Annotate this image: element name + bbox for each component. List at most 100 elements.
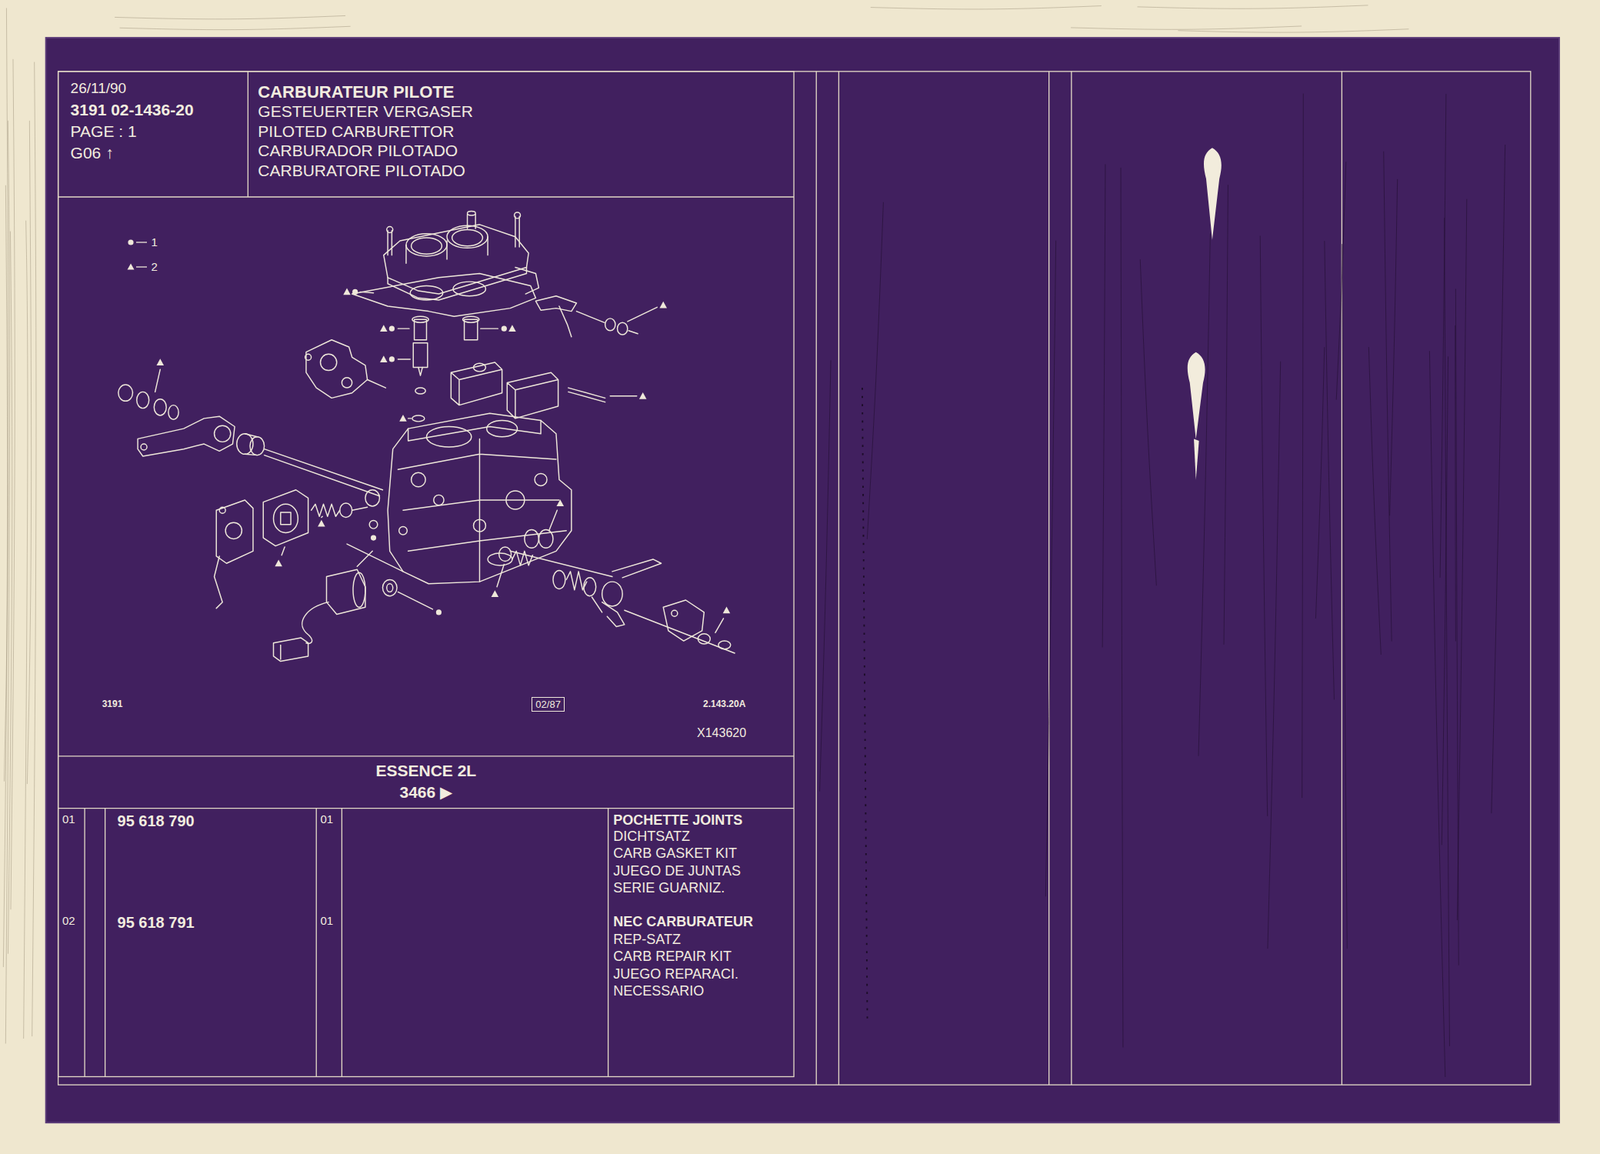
callout-markers	[436, 609, 442, 615]
carburettor-exploded-view	[412, 415, 425, 422]
carburettor-exploded-view	[408, 420, 541, 442]
grid-lines	[316, 808, 317, 1077]
callout-markers	[370, 535, 377, 541]
carburettor-exploded-view	[225, 522, 242, 539]
film-scratch	[1368, 346, 1381, 655]
carburettor-exploded-view	[341, 377, 352, 388]
callout-markers	[389, 356, 395, 362]
carburettor-exploded-view	[538, 529, 554, 548]
drawing-number-slot: 2.143.20A	[703, 697, 746, 710]
film-scratch	[1302, 93, 1304, 799]
carburettor-exploded-view	[535, 296, 577, 312]
carburettor-exploded-view	[387, 216, 520, 255]
part-number: 95 618 791	[117, 913, 195, 932]
band-text: ESSENCE 2L	[64, 760, 788, 782]
legend-text: 1	[150, 235, 157, 250]
carburettor-exploded-view	[514, 212, 521, 219]
callout-markers	[352, 289, 358, 295]
callout-markers	[156, 358, 164, 366]
film-scratches	[3, 5, 1505, 1077]
callout-markers	[556, 499, 564, 507]
part-name-translation: NECESSARIO	[613, 982, 704, 1000]
carburettor-exploded-view	[486, 420, 518, 437]
callout-markers	[274, 559, 283, 567]
film-scratch	[1324, 240, 1335, 700]
legend-dash	[136, 266, 147, 268]
header-text: 02/87	[535, 698, 561, 710]
legend-swatch	[126, 236, 151, 249]
film-scratch	[1140, 259, 1157, 586]
carburettor-exploded-view	[617, 322, 628, 335]
title-line: CARBURATEUR PILOTE	[257, 82, 784, 103]
part-name-translation: DICHTSATZ	[613, 827, 690, 845]
carburettor-exploded-view	[346, 543, 404, 572]
carburettor-exploded-view	[534, 473, 547, 487]
film-scratch	[1441, 356, 1448, 845]
carburettor-exploded-view	[153, 399, 167, 416]
callout-markers	[380, 324, 388, 332]
carburettor-exploded-view	[610, 395, 637, 397]
film-scratch	[866, 202, 884, 540]
legend-entry: 2	[126, 260, 157, 274]
carburettor-exploded-view	[280, 512, 291, 525]
callout-markers	[156, 288, 730, 616]
item-number-slot: 01	[62, 811, 76, 827]
carburettor-exploded-view	[136, 391, 150, 408]
film-scratch	[1070, 26, 1302, 30]
carburettor-exploded-view	[250, 436, 265, 456]
carburettor-exploded-view	[506, 372, 558, 419]
carburettor-exploded-view	[412, 316, 429, 323]
carburettor-exploded-view	[352, 506, 368, 510]
carburettor-exploded-view	[568, 387, 606, 403]
part-name-translation-slot: JUEGO DE JUNTAS	[613, 862, 741, 880]
carburettor-exploded-view	[273, 637, 309, 662]
carburettor-exploded-view	[463, 316, 480, 323]
grid-lines	[58, 196, 794, 197]
film-scratch	[23, 220, 28, 1039]
part-name: POCHETTE JOINTS	[613, 811, 743, 829]
purple-panel	[46, 37, 1560, 1123]
carburettor-exploded-view	[216, 500, 254, 564]
grid-lines	[816, 71, 817, 1085]
carburettor-exploded-view	[512, 550, 534, 566]
grid-lines	[607, 808, 609, 1077]
grid-lines	[58, 755, 794, 757]
carburettor-exploded-view	[397, 438, 567, 582]
header-text: G06 ↑	[70, 142, 237, 164]
carburettor-exploded-view	[602, 581, 624, 607]
carburettor-exploded-view	[450, 362, 502, 406]
carburettor-exploded-view	[515, 267, 540, 294]
carburettor-exploded-view	[602, 602, 625, 627]
carburettor-exploded-view	[663, 600, 704, 641]
film-scratch	[1456, 199, 1467, 920]
date-stamp-box: 02/87	[531, 696, 565, 712]
carburettor-exploded-view	[480, 327, 499, 329]
carburettor-exploded-view	[433, 494, 444, 505]
carburettor-exploded-view	[487, 553, 513, 566]
film-dust-line	[862, 387, 868, 1020]
callout-markers	[639, 392, 647, 400]
carburettor-exploded-view	[408, 417, 412, 419]
punch-holes	[1187, 352, 1206, 440]
film-scratch	[1260, 235, 1267, 816]
carburettor-exploded-view	[591, 596, 602, 613]
film-scratch	[1045, 240, 1056, 897]
quantity-slot: 01	[320, 811, 334, 827]
carburettor-exploded-view	[553, 570, 566, 590]
carburettor-exploded-view	[219, 506, 226, 514]
callout-markers	[343, 288, 351, 296]
carburettor-exploded-view	[452, 229, 484, 246]
callout-markers	[659, 301, 667, 309]
carburettor-exploded-view	[473, 363, 487, 372]
header-title-cell: CARBURATEUR PILOTEGESTEUERTER VERGASERPI…	[247, 71, 794, 197]
carburettor-exploded-view	[353, 572, 366, 607]
triangle-marker	[127, 263, 135, 270]
carburettor-exploded-view	[418, 367, 423, 377]
callout-markers	[491, 590, 500, 597]
part-name-translation-slot: REP-SATZ	[613, 930, 681, 948]
title-line: PILOTED CARBURETTOR	[257, 121, 784, 142]
fiche-sheet	[46, 37, 1560, 1123]
legend-text: 2	[150, 260, 157, 274]
